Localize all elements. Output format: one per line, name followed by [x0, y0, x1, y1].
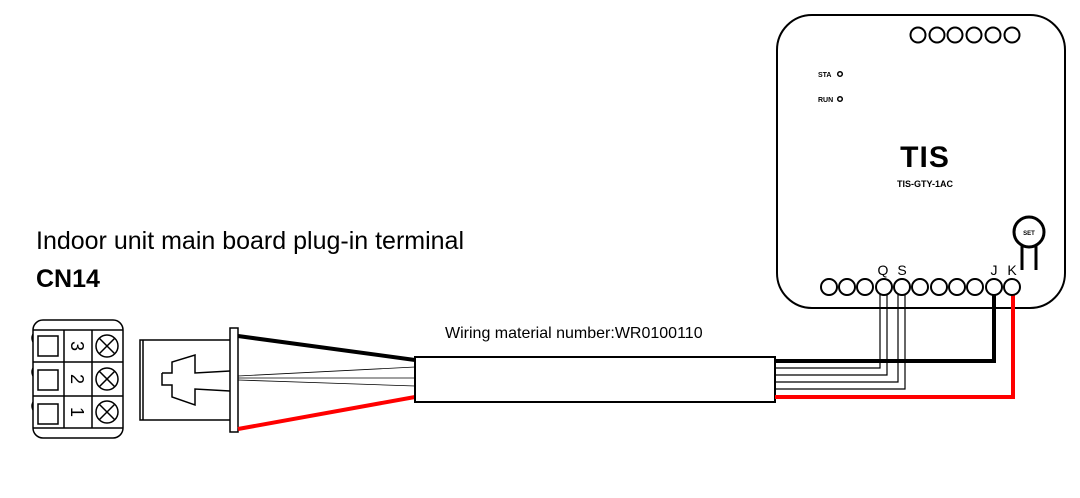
cable-label: Wiring material number:WR0100110: [445, 325, 703, 342]
pin-label-1: 1: [67, 407, 87, 417]
run-led-icon: [836, 95, 844, 103]
brand-logo: TIS: [900, 141, 950, 174]
pin-label-3: 3: [67, 341, 87, 351]
bottom-terminals: [820, 278, 1021, 296]
sta-led-icon: [836, 70, 844, 78]
pin-label-2: 2: [67, 374, 87, 384]
title-label: Indoor unit main board plug-in terminal: [36, 227, 464, 255]
terminal-q-label: Q: [878, 262, 889, 278]
run-label: RUN: [818, 97, 833, 104]
sta-label: STA: [818, 72, 831, 79]
terminal-j-label: J: [991, 262, 998, 278]
right-wires: [775, 290, 1015, 399]
cable-sheath: [414, 356, 776, 403]
terminal-s-label: S: [897, 262, 906, 278]
model-label: TIS-GTY-1AC: [897, 179, 954, 189]
set-button[interactable]: [1012, 215, 1046, 249]
top-terminals: [909, 26, 1021, 44]
arrow-icon: [161, 353, 231, 407]
plug-connector: [139, 327, 239, 433]
left-wires: [237, 334, 416, 431]
tis-device: STA RUN TIS TIS-GTY-1AC SET Q S J K: [776, 14, 1066, 309]
set-label: SET: [1023, 231, 1035, 237]
terminal-k-label: K: [1007, 262, 1017, 278]
terminal-block: [31, 319, 124, 439]
connector-label: CN14: [36, 265, 100, 293]
